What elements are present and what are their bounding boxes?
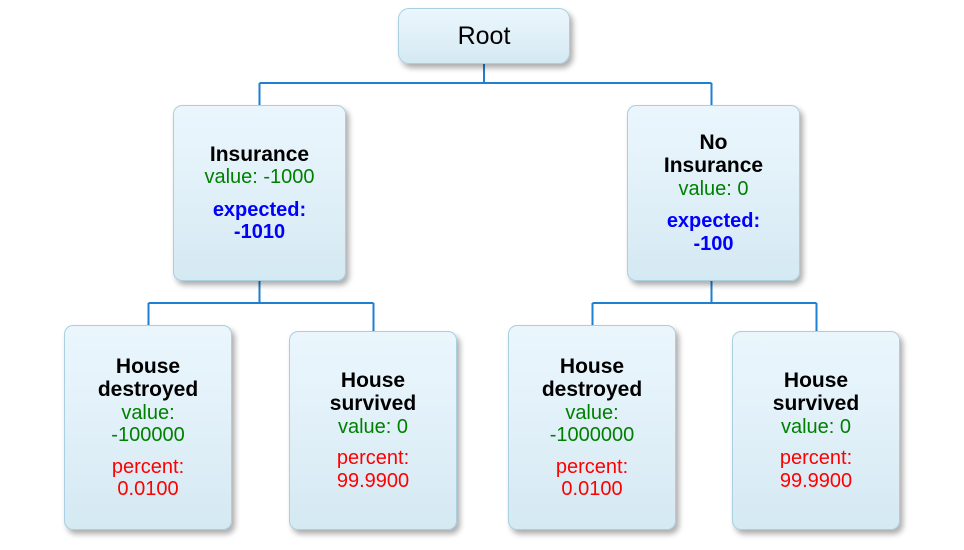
node-no-insurance-expected-group: expected: -100 [667,210,760,255]
leaf2-title-line2: survived [329,392,417,416]
leaf4-percent-label: percent: [779,447,853,470]
node-insurance-title: Insurance [209,142,310,166]
node-insurance-expected-value: -1010 [233,220,286,243]
node-insurance-house-survived[interactable]: House survived value: 0 percent: 99.9900 [289,331,457,530]
leaf1-value-number: -100000 [111,424,185,447]
leaf3-percent-number: 0.0100 [561,477,623,500]
leaf1-title-line2: destroyed [97,378,199,402]
leaf1-percent-group: percent: 0.0100 [112,456,184,501]
node-no-insurance-house-survived[interactable]: House survived value: 0 percent: 99.9900 [732,331,900,530]
node-no-insurance-title-line2: Insurance [663,154,764,178]
leaf3-value-number: -1000000 [549,424,635,447]
leaf2-percent-number: 99.9900 [336,469,410,492]
node-root[interactable]: Root [398,8,570,64]
leaf1-percent-label: percent: [111,455,185,478]
leaf1-title-line1: House [115,354,181,378]
node-insurance-expected-label: expected: [212,198,307,221]
node-insurance-house-destroyed[interactable]: House destroyed value: -100000 percent: … [64,325,232,530]
leaf4-title-line1: House [783,368,849,392]
leaf1-percent-number: 0.0100 [117,477,179,500]
leaf4-value-label: value: 0 [780,415,852,438]
node-root-label: Root [457,22,511,50]
leaf2-percent-group: percent: 99.9900 [337,447,409,492]
node-no-insurance-value: value: 0 [678,177,749,200]
node-insurance[interactable]: Insurance value: -1000 expected: -1010 [173,105,346,281]
leaf4-title-line2: survived [772,392,860,416]
node-no-insurance-title-line1: No [699,130,728,154]
leaf4-percent-group: percent: 99.9900 [780,447,852,492]
node-insurance-expected-group: expected: -1010 [213,199,306,244]
leaf2-value-label: value: 0 [337,415,409,438]
leaf3-value-label: value: [565,401,619,424]
node-no-insurance-expected-value: -100 [693,232,734,255]
node-no-insurance-expected-label: expected: [666,210,761,233]
node-no-insurance-house-destroyed[interactable]: House destroyed value: -1000000 percent:… [508,325,676,530]
leaf3-percent-label: percent: [555,455,629,478]
leaf1-value-label: value: [121,401,175,424]
leaf3-title-line2: destroyed [541,378,643,402]
leaf4-percent-number: 99.9900 [779,469,853,492]
leaf2-title-line1: House [340,368,406,392]
node-no-insurance[interactable]: No Insurance value: 0 expected: -100 [627,105,800,281]
leaf3-title-line1: House [559,354,625,378]
leaf3-percent-group: percent: 0.0100 [556,456,628,501]
leaf2-percent-label: percent: [336,447,410,470]
node-insurance-value: value: -1000 [204,166,315,189]
